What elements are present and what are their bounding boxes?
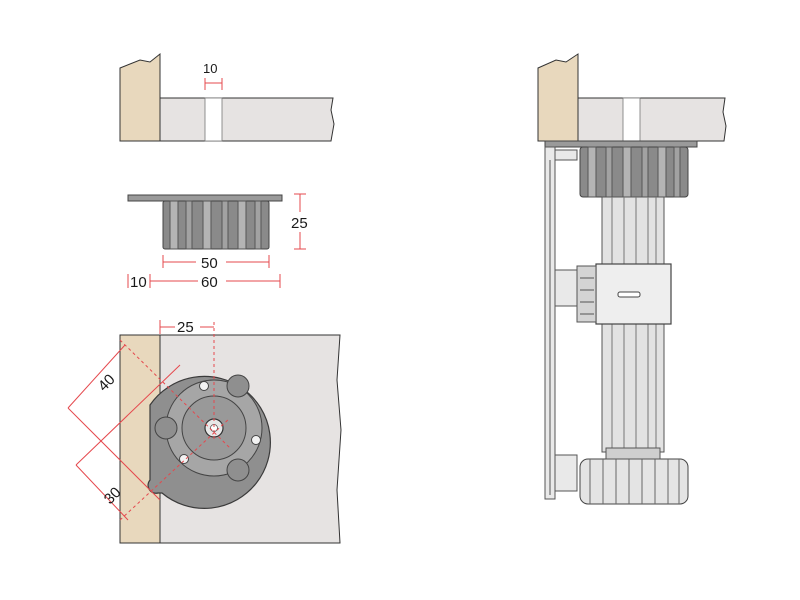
side-wood-panel-top — [119, 52, 161, 142]
dimension-height: 25 — [291, 193, 308, 250]
assembled-side-view — [537, 53, 727, 505]
bottom-foot — [579, 458, 689, 505]
top-socket-ribs — [587, 146, 681, 198]
dimension-label-center-offset: 25 — [177, 319, 194, 336]
clip-teeth — [576, 265, 597, 323]
dimension-flange: 10 60 — [127, 274, 281, 291]
plinth-clip-profile — [544, 146, 578, 500]
dimension-label-flange: 60 — [201, 274, 218, 291]
corner-plan-view: 25 40 30 — [67, 319, 342, 544]
bottom-panel-right — [577, 97, 727, 142]
dimension-base: 50 — [162, 255, 270, 272]
foot-thread-neck — [605, 447, 661, 460]
side-wood-panel-right — [537, 53, 579, 142]
slot-gap-right — [622, 97, 641, 142]
dimension-label-gap: 10 — [203, 61, 217, 76]
dimension-label-height: 25 — [291, 215, 308, 232]
plan-dimension-lines — [67, 320, 231, 521]
dimension-label-flange-offset: 10 — [130, 274, 147, 291]
bottom-panel-top — [159, 97, 335, 142]
foot-side-view: 25 50 10 60 — [127, 193, 308, 291]
slot-gap — [204, 97, 223, 142]
top-flange — [544, 140, 698, 148]
top-section-view: 10 — [119, 52, 335, 142]
clip-slot — [617, 291, 641, 298]
dimension-gap: 10 — [203, 61, 223, 90]
foot-notches — [154, 374, 250, 482]
flange-plate — [127, 194, 283, 202]
screw-holes — [179, 381, 261, 464]
dimension-label-base: 50 — [201, 255, 218, 272]
bottom-foot-ribs — [589, 459, 680, 504]
foot-body — [162, 200, 270, 250]
foot-ribs — [169, 200, 262, 250]
